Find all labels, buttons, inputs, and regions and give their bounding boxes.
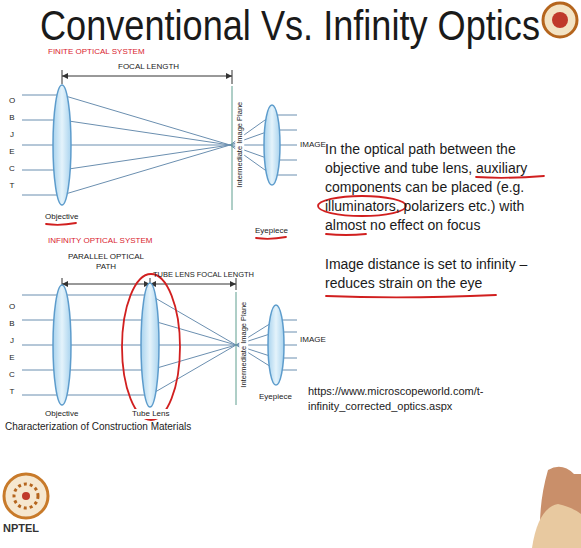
object-label: OBJECT — [8, 92, 16, 194]
label-slot: Intermediate Image Plane — [195, 140, 285, 149]
label-slot: In the optical path between the objectiv… — [325, 140, 563, 235]
part-label: Eyepiece — [259, 392, 292, 402]
slide-title: Conventional Vs. Infinity Optics — [40, 2, 540, 50]
label-slot: FOCAL LENGTH — [118, 62, 179, 72]
part-label: Objective — [45, 409, 78, 419]
institute-logo — [543, 3, 577, 37]
label-slot: Objective — [45, 212, 78, 222]
section-heading: INFINITY OPTICAL SYSTEM — [48, 236, 152, 246]
label-slot: TUBE LENS FOCAL LENGTH — [153, 270, 254, 279]
label-slot: FINITE OPTICAL SYSTEM — [48, 47, 145, 57]
label-slot: Intermediate Image Plane — [199, 340, 289, 349]
note-paragraph: In the optical path between the objectiv… — [325, 140, 563, 235]
label-slot: Eyepiece — [255, 226, 288, 236]
label-slot: Eyepiece — [259, 392, 292, 402]
label-slot: Objective — [45, 409, 78, 419]
label-slot: OBJECT — [8, 92, 16, 194]
infinity-system-drawing — [22, 278, 297, 407]
source-url: https://www.microscopeworld.com/t-infini… — [308, 384, 523, 414]
label-slot: IMAGE — [300, 335, 326, 345]
label-slot: Image distance is set to infinity – redu… — [325, 255, 563, 293]
note-paragraph: Image distance is set to infinity – redu… — [325, 255, 563, 293]
section-heading: FINITE OPTICAL SYSTEM — [48, 47, 145, 57]
image-label: IMAGE — [300, 335, 326, 345]
plane-label: Intermediate Image Plane — [235, 100, 244, 190]
label-slot: Characterization of Construction Materia… — [5, 421, 191, 434]
dimension-label: FOCAL LENGTH — [118, 62, 179, 72]
label-slot: Tube Lens — [131, 409, 171, 419]
label-slot: IMAGE — [300, 140, 326, 150]
dimension-label: TUBE LENS FOCAL LENGTH — [153, 270, 254, 279]
part-label: Tube Lens — [131, 409, 171, 419]
label-slot: INFINITY OPTICAL SYSTEM — [48, 236, 152, 246]
label-slot: https://www.microscopeworld.com/t-infini… — [308, 384, 523, 414]
title-slot: Conventional Vs. Infinity Optics — [40, 2, 581, 50]
plane-label: Intermediate Image Plane — [239, 300, 248, 390]
dimension-label: PARALLEL OPTICAL PATH — [66, 252, 146, 271]
footer-label: Characterization of Construction Materia… — [5, 421, 191, 434]
part-label: Objective — [45, 212, 78, 222]
image-label: IMAGE — [300, 140, 326, 150]
nptel-logo — [4, 474, 48, 518]
finite-system-drawing — [22, 70, 297, 210]
part-label: Eyepiece — [255, 226, 288, 236]
label-slot: NPTEL — [3, 522, 39, 536]
label-slot: PARALLEL OPTICAL PATH — [66, 252, 146, 271]
presenter-figure — [532, 467, 581, 548]
object-label: OBJECT — [8, 298, 16, 400]
logo-label: NPTEL — [3, 522, 39, 536]
label-slot: OBJECT — [8, 298, 16, 400]
